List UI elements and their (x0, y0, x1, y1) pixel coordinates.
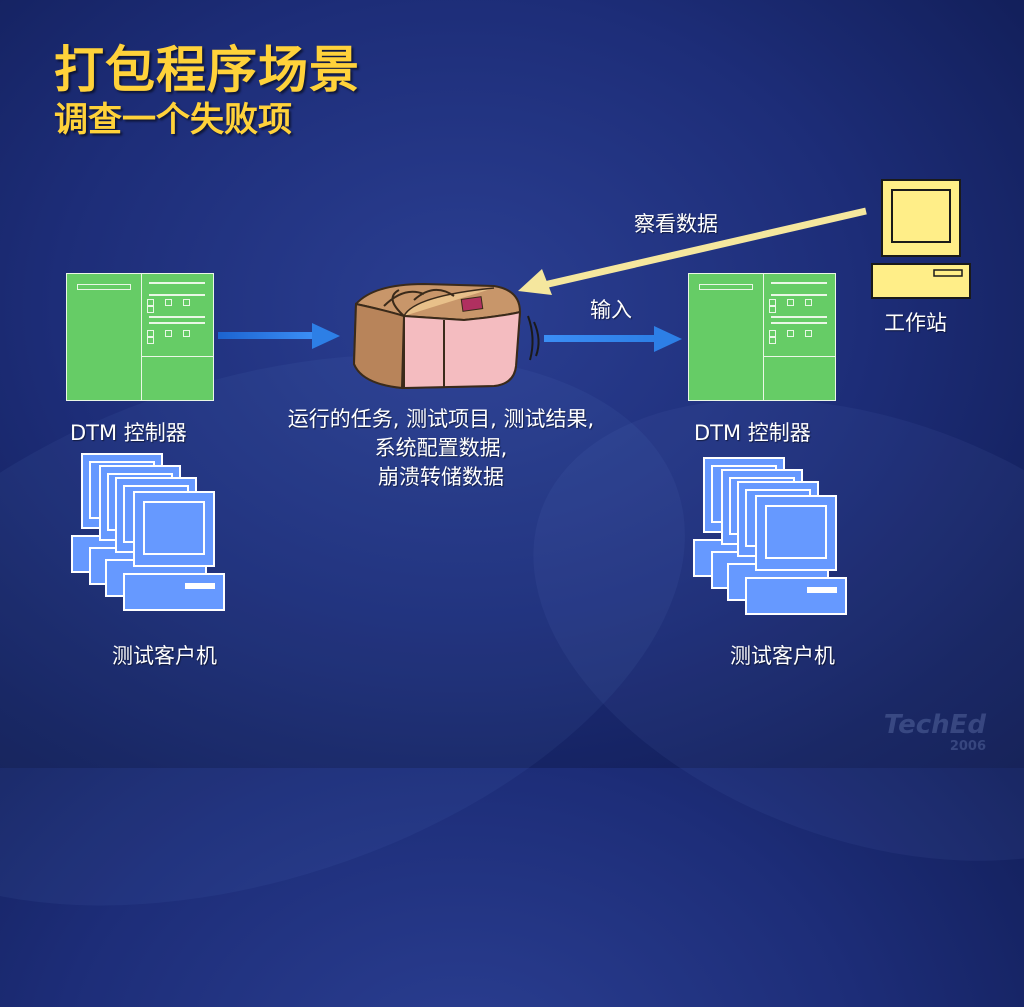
right-clients-label: 测试客户机 (730, 644, 835, 668)
right-client-computers-icon (693, 457, 847, 615)
package-icon (352, 282, 540, 390)
package-line-1: 运行的任务, 测试项目, 测试结果, (287, 407, 595, 431)
left-controller-label: DTM 控制器 (70, 421, 187, 445)
right-controller-icon (688, 273, 836, 401)
left-arrow-icon (218, 323, 340, 349)
workstation-icon (871, 179, 971, 299)
left-client-computers-icon (71, 453, 225, 611)
input-arrow-icon (544, 326, 682, 352)
package-contents-text: 运行的任务, 测试项目, 测试结果, 系统配置数据, 崩溃转储数据 (246, 405, 636, 492)
left-controller-icon (66, 273, 214, 401)
slide-subtitle: 调查一个失败项 (54, 100, 292, 140)
view-data-label: 察看数据 (634, 212, 718, 236)
workstation-label: 工作站 (884, 311, 947, 335)
package-line-2: 系统配置数据, (374, 436, 508, 460)
slide-title: 打包程序场景 (54, 40, 360, 99)
package-line-3: 崩溃转储数据 (378, 465, 504, 489)
input-label: 输入 (590, 298, 632, 322)
view-data-arrow-icon (518, 207, 867, 295)
left-clients-label: 测试客户机 (112, 644, 217, 668)
right-controller-label: DTM 控制器 (694, 421, 811, 445)
watermark-logo: TechEd 2006 (883, 710, 986, 754)
